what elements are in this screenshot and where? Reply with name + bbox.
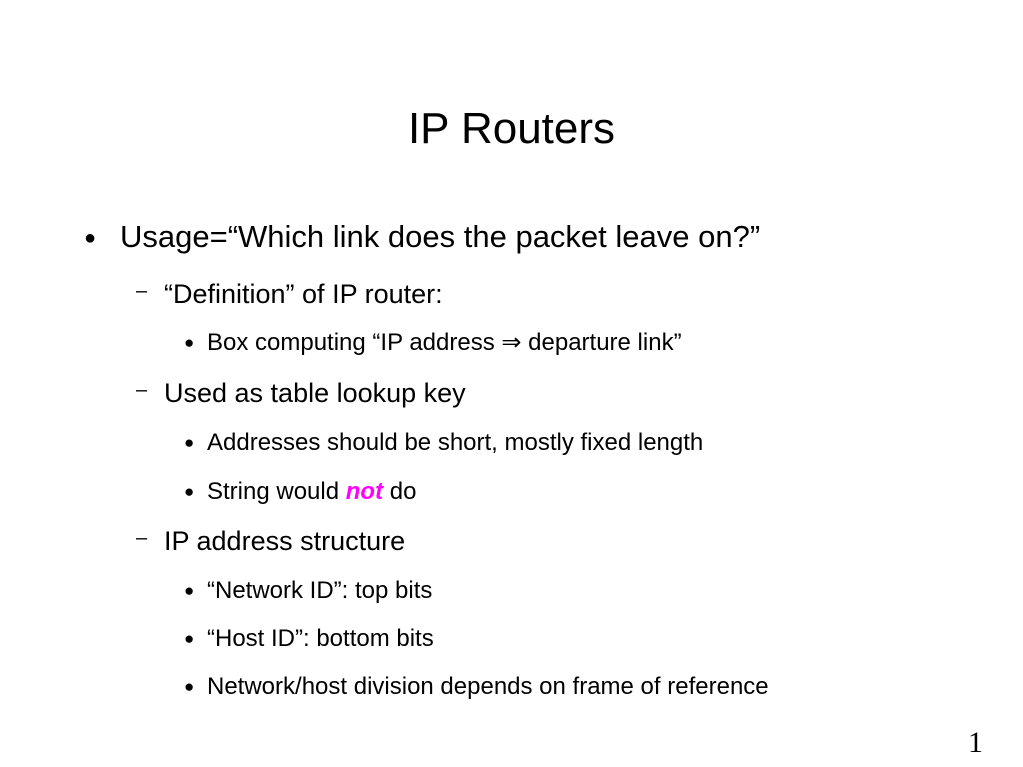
emphasis-not: not bbox=[345, 478, 384, 505]
bullet-dot-icon: ● bbox=[184, 677, 195, 696]
subbullet-ip-structure: IP address structure bbox=[164, 526, 406, 556]
subsubbullet-host-id: “Host ID”: bottom bits bbox=[207, 625, 434, 652]
bullet-usage: Usage=“Which link does the packet leave … bbox=[120, 219, 761, 254]
subsubbullet-network-id: “Network ID”: top bits bbox=[207, 577, 433, 604]
subsubbullet-box-computing: Box computing “IP address ⇒ departure li… bbox=[207, 329, 682, 356]
bullet-dot-icon: ● bbox=[184, 581, 195, 600]
bullet-dot-icon: ● bbox=[184, 629, 195, 648]
bullet-dot-icon: ● bbox=[184, 482, 195, 501]
slide-title: IP Routers bbox=[407, 104, 616, 153]
bullet-dot-icon: ● bbox=[184, 433, 195, 452]
subsubbullet-string-would-not: String would not do bbox=[207, 478, 416, 506]
bullet-dot-icon: ● bbox=[84, 227, 97, 249]
dash-icon: – bbox=[136, 379, 148, 401]
subbullet-lookup-key: Used as table lookup key bbox=[164, 378, 466, 408]
page-number: 1 bbox=[968, 726, 983, 759]
dash-icon: – bbox=[136, 280, 148, 302]
subsubbullet-division: Network/host division depends on frame o… bbox=[207, 673, 769, 700]
dash-icon: – bbox=[136, 527, 148, 549]
bullet-dot-icon: ● bbox=[184, 333, 195, 352]
subsubbullet-addresses-short: Addresses should be short, mostly fixed … bbox=[207, 429, 704, 456]
string-would-suffix: do bbox=[383, 478, 417, 505]
subbullet-definition: “Definition” of IP router: bbox=[164, 279, 443, 309]
string-would-prefix: String would bbox=[207, 478, 346, 505]
